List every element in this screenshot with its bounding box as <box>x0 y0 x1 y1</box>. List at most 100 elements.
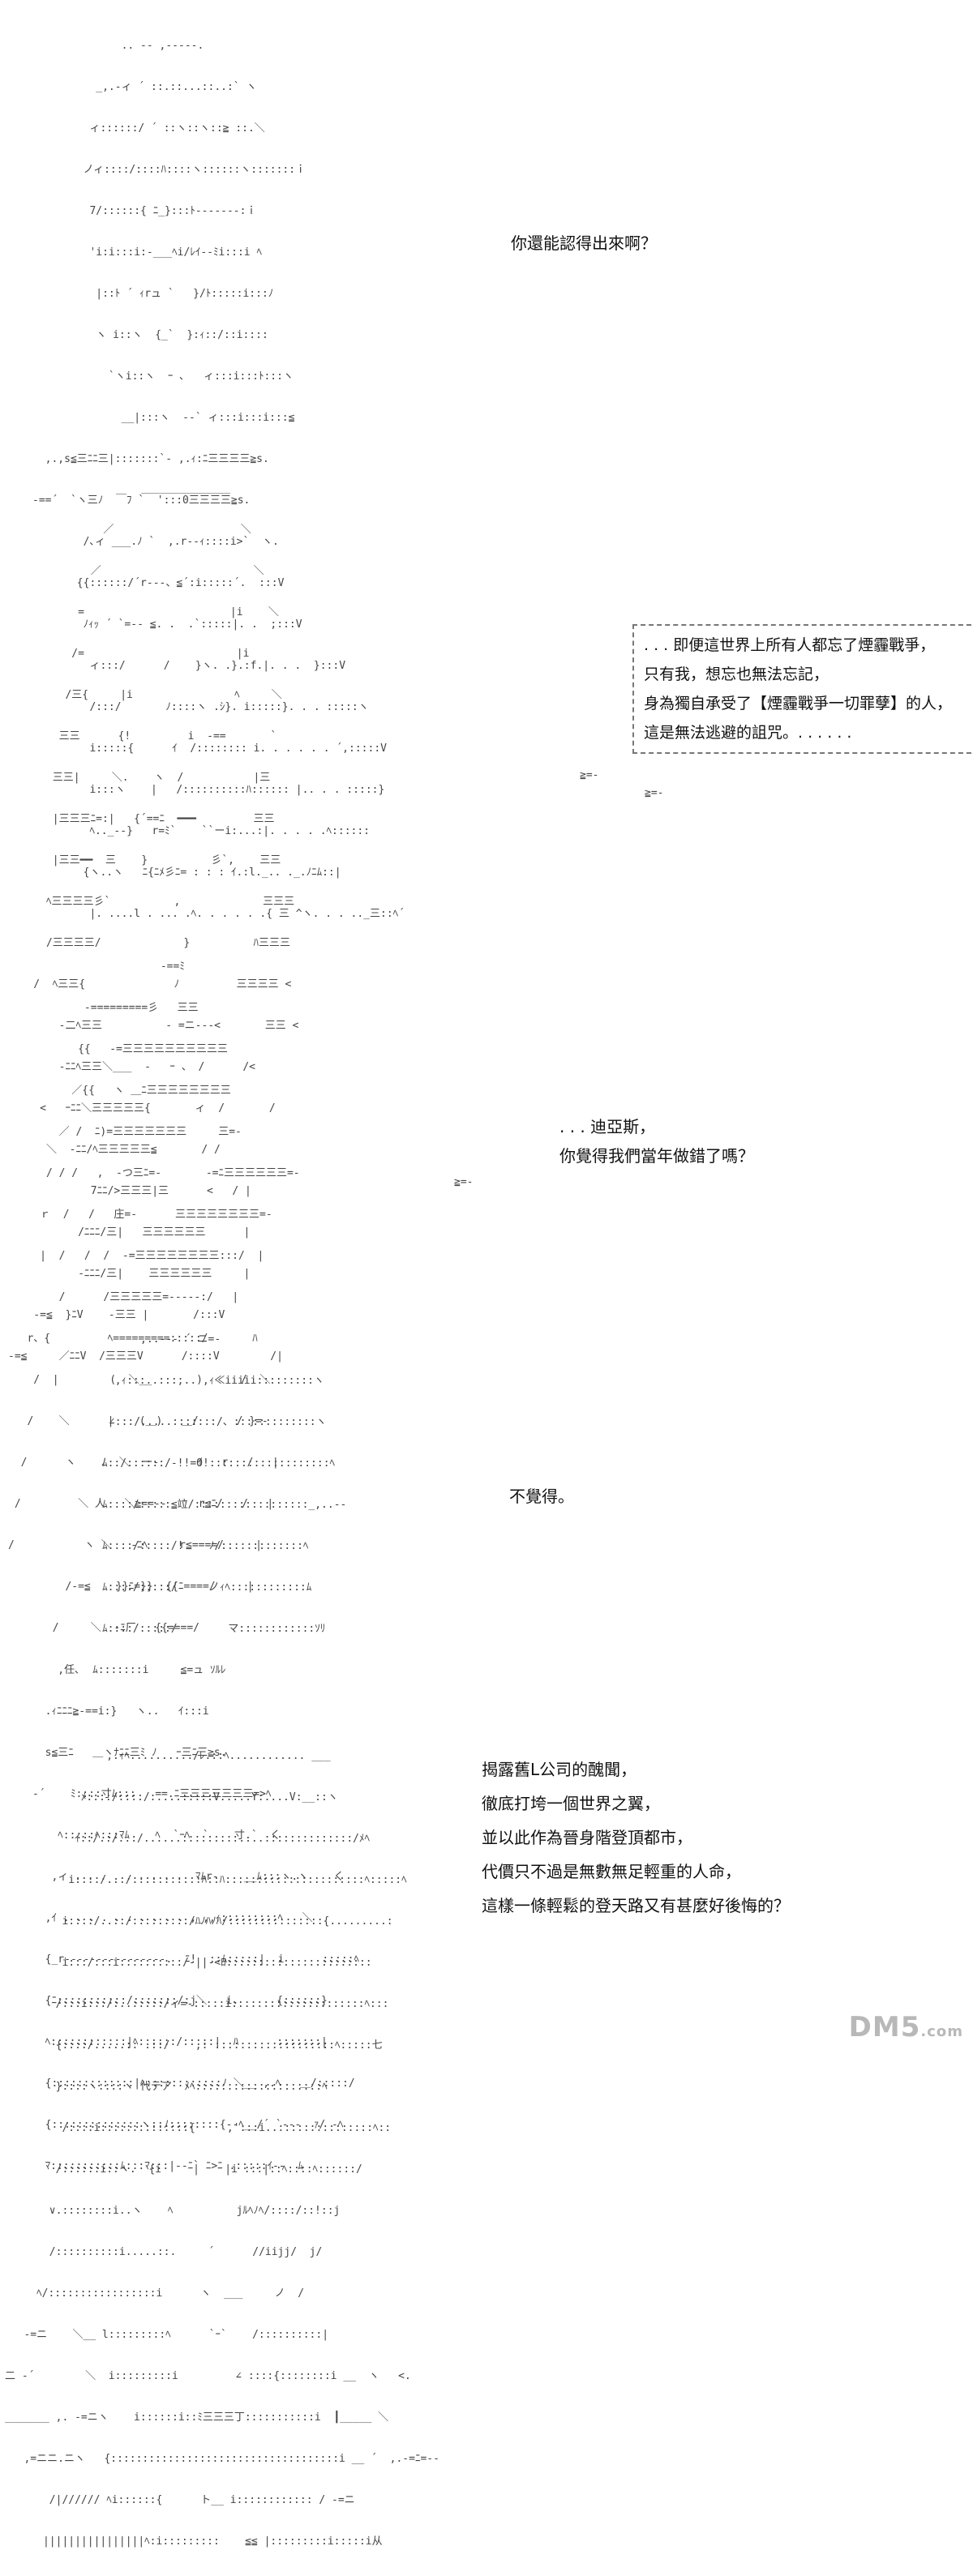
side-mark: ≧=- <box>580 769 599 781</box>
art-line: ﾍ/:::::::::::::::::i ヽ ___ ノ / <box>5 2287 305 2300</box>
art-line: {{ -=三三三三三三三三三三 <box>8 1043 228 1055</box>
art-line: ｒ / / 庄=- 三三三三三三三三=- <box>8 1209 272 1221</box>
art-line: 三三 {! i -== ` <box>8 730 277 742</box>
panel-5: ,.ｨﾍ........../ﾚ.::ﾍ............ ___ ﾒ::… <box>0 1710 973 2548</box>
art-line: i:::/:::i::::::::::/-||-<ﾛ::::::::::::::… <box>5 1957 372 1969</box>
art-line: {ヽ..ヽ ﾆ{ﾆﾒ彡ﾆ= : : : ｲ.:l._.. ._.ﾉﾆﾑ::| <box>32 867 341 879</box>
art-line: -=ニ ＼__ l:::::::::ﾍ `ｰ` /::::::::::| <box>5 2329 329 2341</box>
art-line: ,任､ ﾑ:::::::i ≦=ュ ｿﾙﾚ <box>32 1664 226 1676</box>
art-line: ﾍ.._--} r=ﾐ` ``ーi:...:|. . . . .ﾍ:::::: <box>32 825 371 837</box>
art-line: ‐´ ﾐ::::寸ﾑ::: ==.ﾆ三三三三三三三=>ﾍ <box>32 1788 272 1800</box>
art-line: ﾑ::::/:::::/ ノｨﾍ::::::::::::ﾑ <box>32 1581 312 1594</box>
art-line: |三三━━ 三 } 彡`, 三三 <box>8 854 281 867</box>
dialog-line: 這是無法逃避的詛咒。. . . . . . <box>644 724 852 742</box>
art-line: /::::i::::::::::::::{ ,':::i..::::::::::… <box>5 2122 392 2134</box>
art-line: ∠:::/.....:::::::/、:::::::::::::ヽ <box>32 1416 327 1428</box>
dialog-1: 你還能認得出來啊？ <box>511 229 657 258</box>
dialog-line: 不覺得。 <box>509 1487 574 1506</box>
art-line: < ｰﾆﾆ＼三三三三三{ ィ / / <box>8 1102 276 1115</box>
art-line: ﾑ::::/:::::≦竝/::::::::::::::::::_,..-- <box>32 1499 347 1511</box>
art-line: /三三三三/ } ﾊ三三三 <box>8 937 290 949</box>
dialog-box-2: . . . 即便這世界上所有人都忘了煙霾戰爭， 只有我，想忘也無法忘記， 身為獨… <box>632 624 973 754</box>
art-line: 三三| ＼. ヽ / |三 <box>8 772 271 784</box>
dialog-line: 身為獨自承受了【煙霾戰爭一切罪孽】的人， <box>644 695 953 712</box>
art-line: ||||||||||||||||ﾍ:i::::::::: ≦≦ |:::::::… <box>5 2535 383 2548</box>
art-line: __|:::ヽ --` ィ:::i:::i:::≦ <box>32 412 295 424</box>
dialog-line: 代價只不過是無數無足輕重的人命， <box>482 1862 741 1881</box>
art-line: / | ( ＼__ ) / ＼ <box>8 1374 271 1386</box>
art-line: |三三三ﾆ=:| {´==ﾆ ━━━ 三三 <box>8 813 275 825</box>
art-line: /ﾆﾆﾆ/三| 三三三三三三 | <box>8 1226 251 1239</box>
art-line: ／ ＼ <box>8 565 264 577</box>
art-line: i:::ヽ | /::::::::::ﾊ:::::: |.. . . :::::… <box>32 784 385 796</box>
art-line: 7ﾆﾆ/>三三三|三 < / | <box>8 1185 251 1197</box>
art-line: _______ ,. -=ニヽ i::::::i::ﾐ三三三丁:::::::::… <box>5 2411 389 2424</box>
art-line: ﾍ::::::::::::|ﾍ::::::/:::::| ﾊ :::::::| <box>32 2036 328 2048</box>
art-line: / ＼ 人 ＼≧==-- r≦ﾆ/ / | <box>8 1498 274 1510</box>
art-line: -==ﾐ <box>8 961 185 973</box>
art-line: s≦三ﾆ ＿ヽﾅﾆﾆ三ﾐ ﾉ ｰ三ﾆ三≧s. <box>32 1747 227 1759</box>
art-line: ／ ＼ <box>8 524 251 536</box>
dialog-line: 揭露舊L公司的醜聞， <box>482 1760 637 1779</box>
art-line: / / / , -つ三ﾆ=- -=ﾆ三三三三三三=- <box>8 1167 300 1179</box>
art-line: ,..--‐ ´ ニ=- <box>32 1333 221 1346</box>
art-line: /三{ |i ﾍ ＼ <box>8 689 282 701</box>
art-line: / ＼ | (＿) ＿/ / }=- <box>8 1415 268 1427</box>
art-line: ヽ i::ヽ {_` }:ｨ::/::i:::: <box>32 329 268 341</box>
art-line: / ﾍ三三{ ﾉ 三三三三 < <box>8 978 292 991</box>
art-line: ／{{ ヽ ＿ﾆ三三三三三三三三 <box>8 1085 231 1097</box>
dialog-line: . . . 即便這世界上所有人都忘了煙霾戰爭， <box>644 636 936 654</box>
art-line: {ﾆ:::::::::::/:::::::/:j＼ i. {::::::} <box>32 1995 328 2007</box>
art-line: -=≦ ／ﾆﾆV /三三三V /::::V /| <box>8 1350 283 1363</box>
art-line: / /三三三三三=-----:/ | <box>8 1291 239 1303</box>
art-line: -=========彡 三三 <box>8 1002 199 1014</box>
art-line: 'i:i:::i:-___ﾍi/ﾚｲ--ﾐi:::i ﾍ <box>32 246 262 259</box>
art-line: -==´ `ヽ三ﾉ ￣ﾌ ` ':::0三三三三≧s. <box>32 494 251 507</box>
panel-1: .. -- ,-----. _,.-ィ ´ ::.::...::..:` ヽ ィ… <box>0 0 973 920</box>
dialog-5: 揭露舊L公司的醜聞， 徹底打垮一個世界之翼， 並以此作為晉身階登頂都市， 代價只… <box>482 1752 790 1923</box>
dialog-line: 這樣一條輕鬆的登天路又有甚麼好後悔的？ <box>482 1896 790 1915</box>
art-line: |::ﾄ ´ ｨrュ ` }/ﾄ:::::i:::ﾉ <box>32 288 274 300</box>
dialog-line: 徹底打垮一個世界之翼， <box>482 1794 660 1813</box>
art-line: /-=≦ }}ﾆ=}} {{ﾆ====/ | <box>8 1581 254 1593</box>
art-line: ／ / ﾆ)=三三三三三三三 三=- <box>8 1126 242 1138</box>
art-line: /:::i:::/:..:::::/ィ=-:::::i:::::::::::::… <box>5 1998 389 2010</box>
art-line: ﾑ::::/:::::/! ﾉ/:::::::::::::ﾍ <box>32 1540 309 1552</box>
art-line: {::::/.....:: .::/ ,: ::::::::::::::::::… <box>5 2039 383 2052</box>
art-line: | / / / -=三三三三三三三三:::/ | <box>8 1250 264 1262</box>
dialog-line: 你覺得我們當年做錯了嗎？ <box>559 1146 754 1166</box>
art-line: ,ィ . . . . . . . . . ﾏﾑr- __ﾑ:::ヽ.ヽ く <box>32 1871 345 1883</box>
art-line: ィ::::::/ ´ ::ヽ::ヽ::≧ ::.＼ <box>32 122 265 135</box>
panel-3: -==ﾐ -=========彡 三三 {{ -=三三三三三三三三三三 ／{{ … <box>0 932 973 1634</box>
art-line: /= |i <box>8 648 250 660</box>
art-line: /|////// ﾍi::::::{ ト__ i:::::::::::: / -… <box>5 2494 355 2506</box>
art-line: = |i ＼ <box>8 606 279 618</box>
art-line: /::::::i::ヽ. {i | |i :::|::ﾍ::::ﾍ::::::/ <box>5 2163 362 2176</box>
art-line: r、{ ﾍ=========:::::/ ﾊ <box>8 1333 258 1345</box>
art-line: ______________ <box>8 482 230 494</box>
art-line: /::::::::::i.....::. ´ //iijj/ j/ <box>5 2246 323 2258</box>
art-line: ィ:::/ / }ヽ. .}.:f.|. . . }:::V <box>32 660 346 672</box>
art-line: 7/::::::{ ﾆ_}:::ﾄ-------:ｉ <box>32 205 257 217</box>
art-line: .. -- ,-----. <box>32 40 204 52</box>
art-line: / ヽ ＼ -ﾆﾍ r≦====/ | <box>8 1539 262 1551</box>
dialog-3: . . . 迪亞斯， 你覺得我們當年做錯了嗎？ <box>559 1112 754 1170</box>
art-line: -ﾆﾆﾍ三三＼___ - ｰ 、 / /< <box>8 1061 255 1073</box>
ascii-art-3: -==ﾐ -=========彡 三三 {{ -=三三三三三三三三三三 ／{{ … <box>8 932 495 1662</box>
dialog-line: 只有我，想忘也無法忘記， <box>644 665 829 683</box>
art-line: / ヽ ﾉ ＼ ー- ｲ r / | <box>8 1457 279 1469</box>
art-line: |. ....l . ... .ﾍ. . . . . .{ 三 ^ヽ. . . … <box>32 908 405 920</box>
dialog-line: 並以此作為晉身階登頂都市， <box>482 1828 692 1847</box>
art-line: .ｨﾆﾆﾆ≧-==i:} ヽ.. ｲ:::i <box>32 1705 209 1718</box>
logo-main: DM5 <box>848 2011 921 2043</box>
ascii-art-5: ,.ｨﾍ........../ﾚ.::ﾍ............ ___ ﾒ::… <box>5 1722 483 2576</box>
art-line: `ヽi::ヽ ｰ ､ ィ:::i:::ﾄ:::ヽ <box>32 370 294 383</box>
art-line: ﾉｨｯ ´ `=-- ≦. . .`:::::|. . ;:::V <box>32 618 302 631</box>
art-line: ｲ::/.:/..:/......:::::::::....::::::::::… <box>5 1833 370 1845</box>
art-line: {_r----------------. ﾆ! ::ﾑ:::::| i ::::… <box>32 1953 360 1966</box>
panel-2: ______________ ／ ＼ ／ ＼ = |i ＼ /= |i <box>0 454 973 1363</box>
art-line: ノィ::::/::::ﾊ::::ヽ::::::ヽ:::::::ｉ <box>32 164 306 176</box>
art-line: / ＼ -ﾆ厂 {{====/ <box>8 1622 199 1634</box>
art-line: i::::/..:/:::::::::::ﾊ::ﾊ:::::::::::::::… <box>5 1874 407 1886</box>
art-line: -=≦ }ﾆV -三三 | /:::V <box>8 1309 225 1321</box>
